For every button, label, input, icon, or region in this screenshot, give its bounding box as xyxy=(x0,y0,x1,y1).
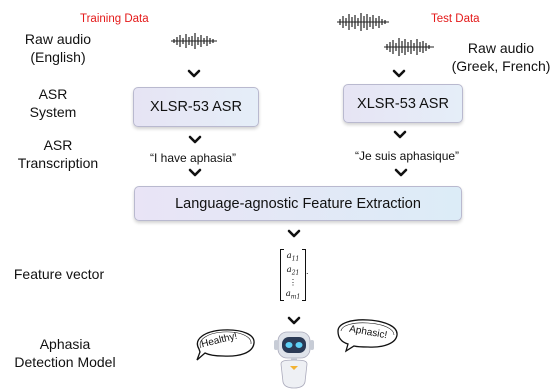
vector-entry-3: ⋮ xyxy=(288,278,298,289)
chevron-down-icon xyxy=(287,316,301,325)
waveform-english-icon xyxy=(171,33,217,49)
chevron-down-icon xyxy=(393,130,407,139)
vector-entry-2: a21 xyxy=(286,264,300,277)
feature-extraction-label: Language-agnostic Feature Extraction xyxy=(175,195,421,212)
asr-system-label: ASR System xyxy=(29,86,77,120)
feature-extraction-box: Language-agnostic Feature Extraction xyxy=(134,186,462,221)
transcript-english: “I have aphasia” xyxy=(150,151,237,165)
vector-period: . xyxy=(306,266,309,276)
raw-audio-english-label: Raw audio (English) xyxy=(24,31,92,65)
asr-box-right: XLSR-53 ASR xyxy=(343,84,463,123)
robot-icon xyxy=(274,331,314,389)
waveform-test-1-icon xyxy=(337,13,389,31)
feature-vector-label: Feature vector xyxy=(13,266,105,282)
transcript-french: “Je suis aphasique” xyxy=(355,149,460,163)
chevron-down-icon xyxy=(392,69,406,78)
detection-model-label: Aphasia Detection Model xyxy=(14,336,116,370)
healthy-speech-bubble xyxy=(196,329,255,361)
training-data-tag: Training Data xyxy=(80,13,149,25)
waveform-test-2-icon xyxy=(384,38,434,56)
asr-box-right-label: XLSR-53 ASR xyxy=(357,95,449,112)
asr-box-left: XLSR-53 ASR xyxy=(133,87,259,127)
chevron-down-icon xyxy=(287,229,301,238)
asr-box-left-label: XLSR-53 ASR xyxy=(150,99,242,115)
vector-entry-4: am1 xyxy=(285,289,301,302)
vector-entry-1: a11 xyxy=(286,251,300,263)
feature-vector-matrix: a11 a21 ⋮ am1 xyxy=(280,249,306,301)
chevron-down-icon xyxy=(188,135,202,144)
chevron-down-icon xyxy=(394,168,408,177)
raw-audio-multilingual-label: Raw audio (Greek, French) xyxy=(451,40,551,74)
chevron-down-icon xyxy=(187,69,201,78)
test-data-tag: Test Data xyxy=(431,13,480,25)
aphasic-speech-bubble xyxy=(337,319,398,353)
asr-transcription-label: ASR Transcription xyxy=(17,137,99,171)
chevron-down-icon xyxy=(188,168,202,177)
